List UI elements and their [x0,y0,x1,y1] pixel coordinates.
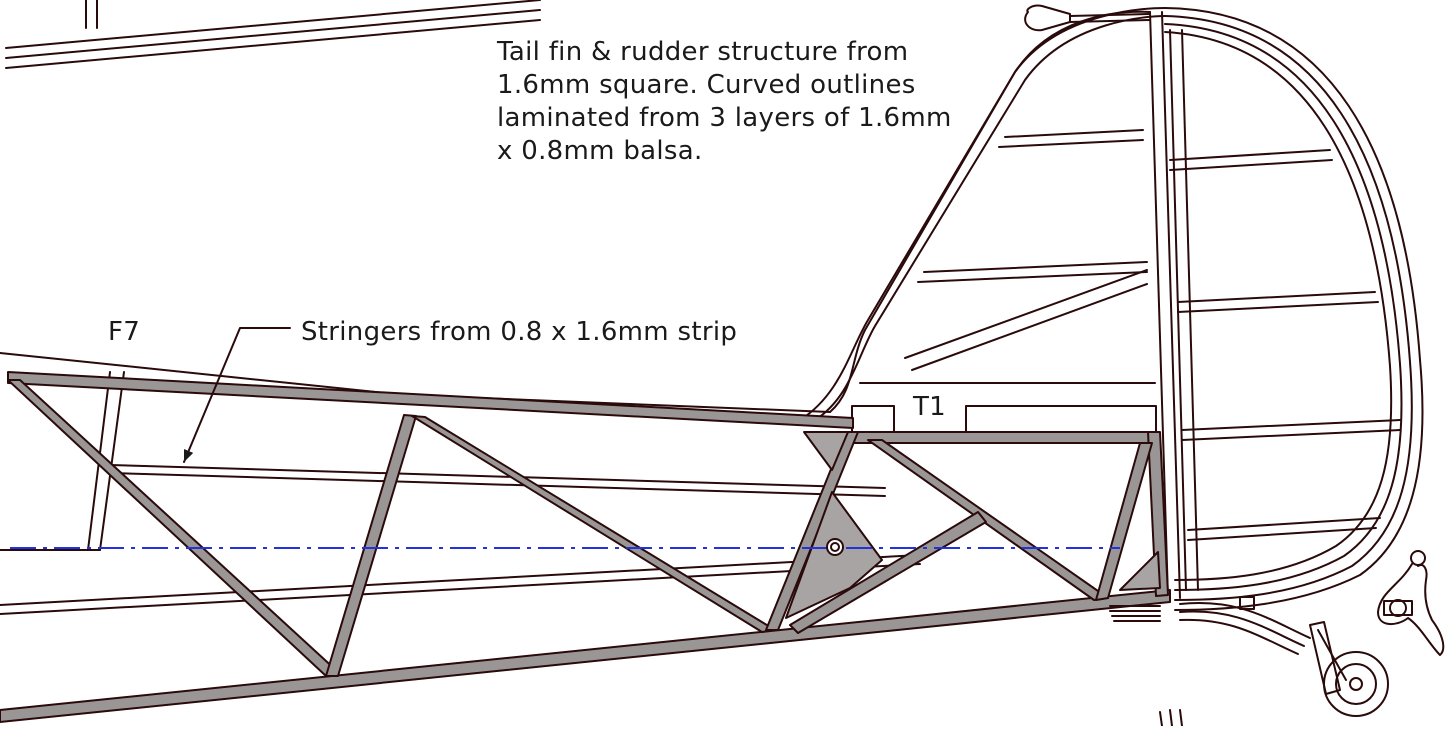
fin-note-line: x 0.8mm balsa. [497,136,703,166]
tailwheel-assembly [1109,550,1445,727]
pivot-hole [826,538,844,556]
tailplane-mount [851,405,1157,433]
fin-note-line: 1.6mm square. Curved outlines [497,70,916,100]
stringers [0,464,921,615]
wing-fragment [5,0,541,69]
fin-structure-note: Tail fin & rudder structure from 1.6mm s… [497,36,967,168]
fin-note-line: laminated from 3 layers of 1.6mm [497,103,952,133]
fin-and-rudder [799,4,1424,611]
fin-note-line: Tail fin & rudder structure from [497,37,909,67]
former-label: F7 [108,317,141,347]
stringer-note: Stringers from 0.8 x 1.6mm strip [301,317,738,347]
stringer-leader [183,327,291,463]
fuselage-truss [0,371,1171,723]
tailplane-mount-label: T1 [913,392,947,422]
